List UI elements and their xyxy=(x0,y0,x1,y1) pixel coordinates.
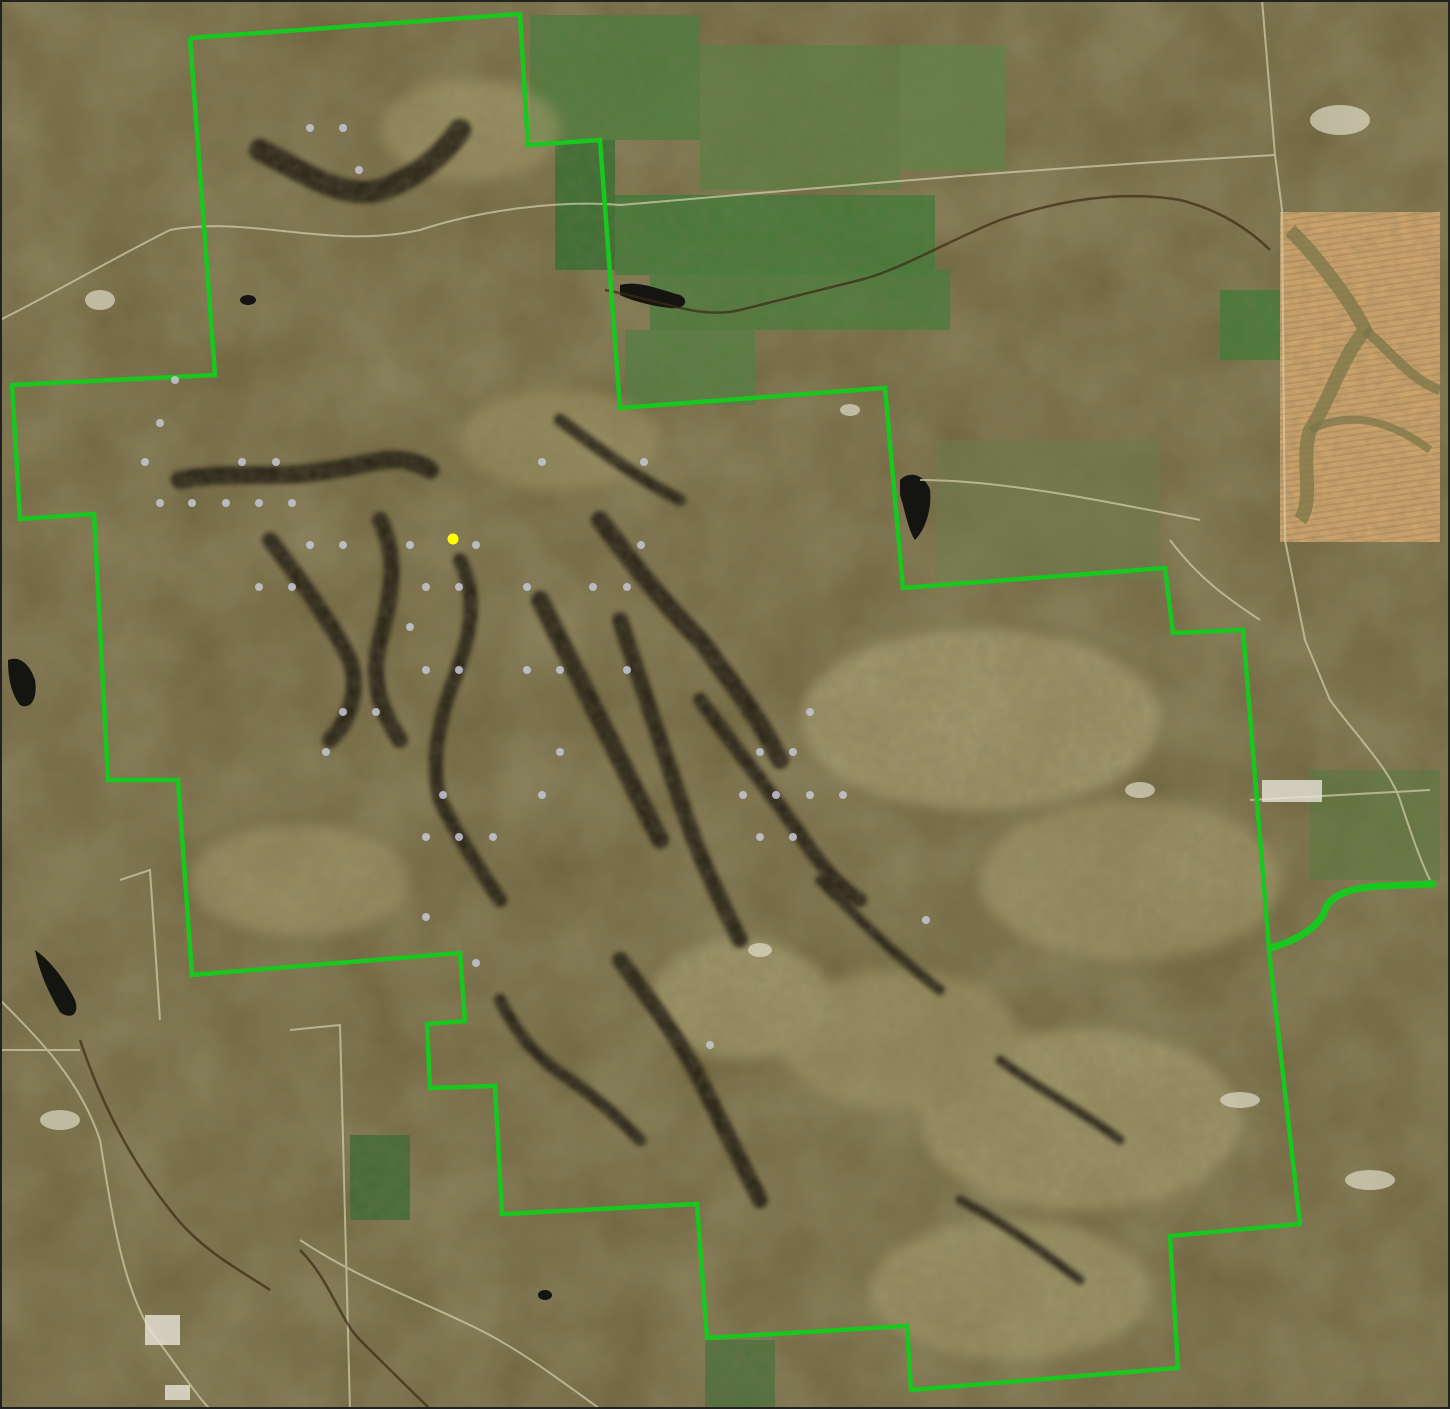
sample-point[interactable] xyxy=(306,541,314,549)
sample-point[interactable] xyxy=(339,124,347,132)
sample-point[interactable] xyxy=(406,541,414,549)
study-area-boundary[interactable] xyxy=(9,11,1303,1393)
sample-point[interactable] xyxy=(355,166,363,174)
sample-point[interactable] xyxy=(406,623,414,631)
sample-point[interactable] xyxy=(422,833,430,841)
sample-point[interactable] xyxy=(156,499,164,507)
sample-point[interactable] xyxy=(171,376,179,384)
sample-point[interactable] xyxy=(756,833,764,841)
sample-point[interactable] xyxy=(422,666,430,674)
sample-point[interactable] xyxy=(637,541,645,549)
sample-point[interactable] xyxy=(339,541,347,549)
sample-point[interactable] xyxy=(806,708,814,716)
sample-point[interactable] xyxy=(288,583,296,591)
sample-points xyxy=(141,124,930,1049)
sample-point[interactable] xyxy=(272,458,280,466)
sample-point[interactable] xyxy=(756,748,764,756)
sample-point[interactable] xyxy=(439,791,447,799)
sample-point[interactable] xyxy=(472,541,480,549)
sample-point[interactable] xyxy=(238,458,246,466)
sample-point[interactable] xyxy=(306,124,314,132)
sample-point[interactable] xyxy=(322,748,330,756)
sample-point[interactable] xyxy=(623,666,631,674)
sample-point[interactable] xyxy=(623,583,631,591)
sample-point[interactable] xyxy=(556,666,564,674)
sample-point[interactable] xyxy=(523,583,531,591)
highlighted-sample-point[interactable] xyxy=(447,533,459,545)
sample-point[interactable] xyxy=(789,748,797,756)
sample-point[interactable] xyxy=(141,458,149,466)
sample-point[interactable] xyxy=(789,833,797,841)
sample-point[interactable] xyxy=(706,1041,714,1049)
sample-point[interactable] xyxy=(288,499,296,507)
sample-point[interactable] xyxy=(739,791,747,799)
boundary-spur-line xyxy=(1266,880,1437,952)
sample-point[interactable] xyxy=(255,583,263,591)
sample-point[interactable] xyxy=(455,666,463,674)
sample-point[interactable] xyxy=(772,791,780,799)
sample-point[interactable] xyxy=(372,708,380,716)
sample-point[interactable] xyxy=(640,458,648,466)
water-bodies xyxy=(8,283,931,1300)
sample-point[interactable] xyxy=(523,666,531,674)
facilities xyxy=(145,780,1322,1400)
sample-point[interactable] xyxy=(489,833,497,841)
sample-point[interactable] xyxy=(188,499,196,507)
sample-point[interactable] xyxy=(339,708,347,716)
sample-point[interactable] xyxy=(255,499,263,507)
sample-point[interactable] xyxy=(556,748,564,756)
creeks xyxy=(78,194,1271,1409)
sample-point[interactable] xyxy=(839,791,847,799)
bright-spots xyxy=(40,105,1395,1190)
sample-point[interactable] xyxy=(538,458,546,466)
sample-point[interactable] xyxy=(472,959,480,967)
sample-point[interactable] xyxy=(922,916,930,924)
sample-point[interactable] xyxy=(806,791,814,799)
sample-point[interactable] xyxy=(422,913,430,921)
sample-point[interactable] xyxy=(538,791,546,799)
sample-point[interactable] xyxy=(589,583,597,591)
sample-point[interactable] xyxy=(222,499,230,507)
sample-point[interactable] xyxy=(455,833,463,841)
sample-point[interactable] xyxy=(455,583,463,591)
sample-point[interactable] xyxy=(156,419,164,427)
sample-point[interactable] xyxy=(422,583,430,591)
